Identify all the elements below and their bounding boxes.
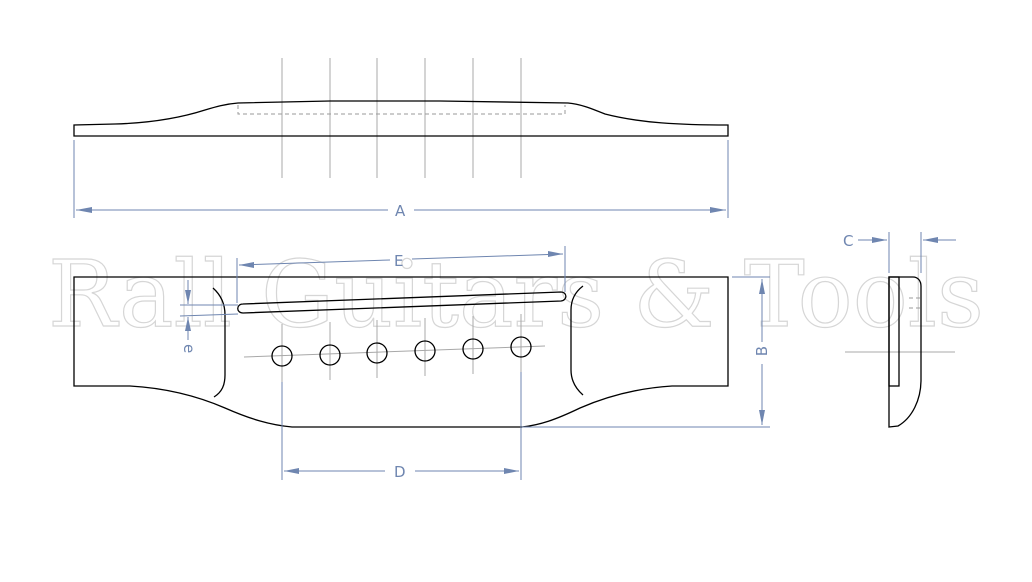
saddle-slot-hidden-line	[237, 105, 566, 115]
dimension-label-A: A	[395, 202, 406, 220]
dimension-E: E	[236, 246, 566, 303]
plan-view: E e B D	[73, 246, 771, 481]
watermark-text: Rall Guitars & Tools	[48, 241, 984, 348]
side-hidden-lines	[909, 297, 921, 309]
dimension-D: D	[281, 372, 522, 481]
right-wing-curve	[570, 285, 584, 396]
side-saddle-edge	[888, 276, 900, 387]
dimension-C: C	[843, 232, 956, 273]
dimension-A: A	[73, 140, 729, 220]
saddle-slot	[237, 291, 567, 314]
dimension-label-C: C	[843, 232, 853, 250]
left-wing-curve	[212, 287, 226, 398]
string-centerlines-top	[281, 58, 522, 178]
dimension-label-E: E	[394, 252, 403, 270]
pin-hole-2	[319, 344, 341, 366]
plan-outline	[73, 276, 729, 428]
dimension-B: B	[522, 276, 771, 428]
dimension-e: e	[179, 280, 239, 353]
dimension-label-B: B	[753, 346, 771, 356]
pin-hole-1	[271, 345, 293, 367]
pin-hole-5	[462, 338, 484, 360]
pin-centerline	[243, 345, 546, 358]
pin-holes	[271, 336, 532, 367]
profile-view: A	[73, 58, 729, 220]
side-view: C	[843, 232, 956, 428]
dimension-label-D: D	[394, 463, 406, 481]
profile-outline	[73, 100, 729, 137]
side-outline	[888, 276, 922, 428]
string-centerlines-plan	[281, 314, 522, 382]
pin-hole-3	[366, 342, 388, 364]
dimension-label-e: e	[180, 344, 198, 353]
pin-hole-6	[510, 336, 532, 358]
pin-hole-4	[414, 340, 436, 362]
